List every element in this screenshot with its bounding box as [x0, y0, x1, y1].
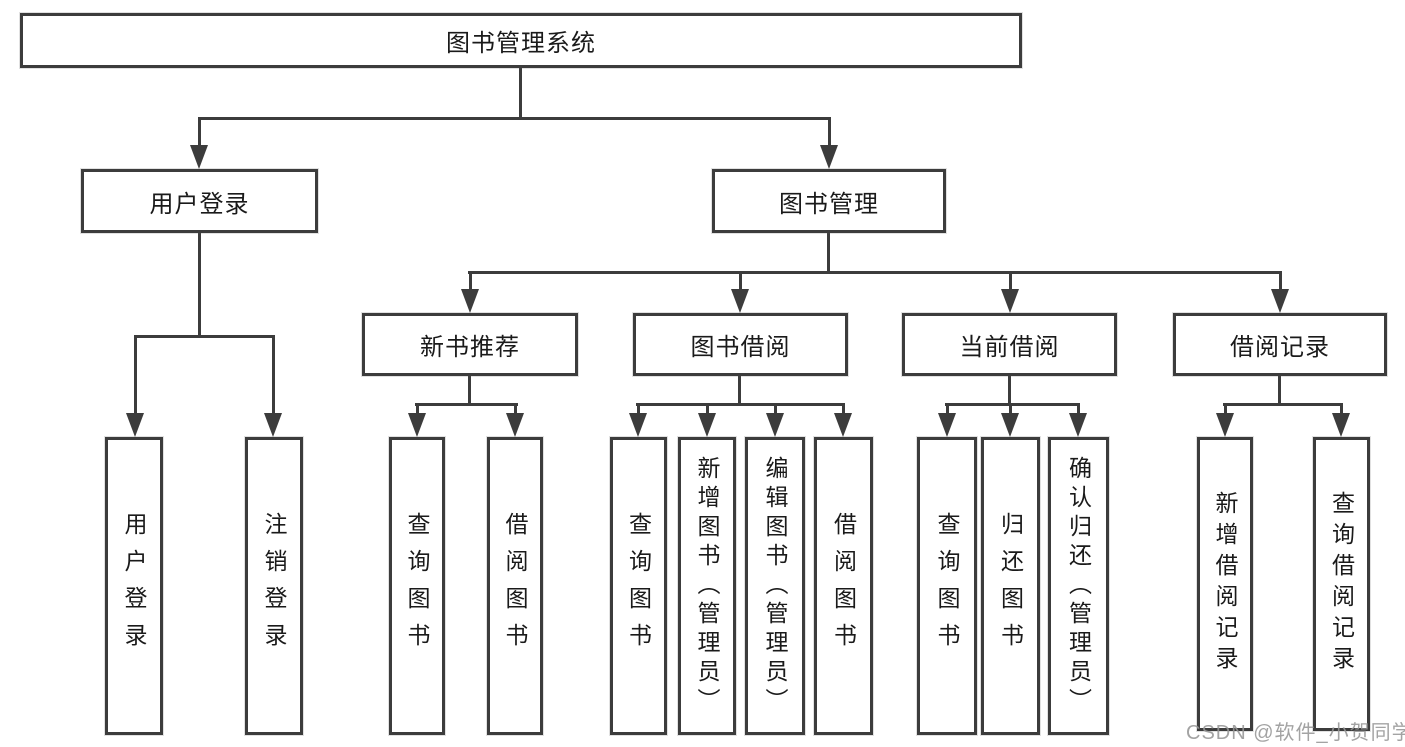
node-book-borrow-label: 图书借阅 — [690, 334, 791, 361]
connector-line — [636, 403, 845, 406]
arrow-down-icon — [698, 413, 716, 437]
connector-line — [774, 403, 777, 421]
leaf-logout-label: 注销登录 — [261, 512, 287, 660]
connector-line — [706, 403, 709, 421]
connector-line — [198, 233, 201, 338]
leaf-return-books-label: 归还图书 — [997, 512, 1024, 660]
node-book-management-label: 图书管理 — [779, 190, 879, 218]
node-current-borrow: 当前借阅 — [902, 313, 1117, 376]
connector-line — [519, 68, 522, 120]
arrow-down-icon — [1069, 413, 1087, 437]
connector-line — [1008, 376, 1011, 406]
arrow-down-icon — [938, 413, 956, 437]
leaf-edit-books-admin: 编辑图书（管理员） — [745, 437, 805, 735]
connector-line — [1223, 403, 1343, 406]
leaf-user-login: 用户登录 — [105, 437, 163, 735]
connector-line — [945, 403, 1080, 406]
arrow-down-icon — [820, 145, 838, 169]
leaf-return-books: 归还图书 — [981, 437, 1040, 735]
connector-line — [468, 271, 1281, 274]
leaf-query-borrow-record: 查询借阅记录 — [1313, 437, 1370, 731]
connector-line — [1009, 271, 1012, 297]
connector-line — [828, 117, 831, 153]
leaf-user-login-label: 用户登录 — [121, 512, 147, 660]
connector-line — [198, 117, 831, 120]
arrow-down-icon — [1001, 413, 1019, 437]
arrow-down-icon — [766, 413, 784, 437]
arrow-down-icon — [1001, 289, 1019, 313]
leaf-edit-books-admin-label: 编辑图书（管理员） — [762, 455, 788, 717]
arrow-down-icon — [1216, 413, 1234, 437]
node-new-book-recommend: 新书推荐 — [362, 313, 578, 376]
leaf-logout: 注销登录 — [245, 437, 303, 735]
leaf-confirm-return-admin-label: 确认归还（管理员） — [1065, 455, 1092, 717]
connector-line — [1278, 376, 1281, 406]
connector-line — [198, 117, 201, 153]
arrow-down-icon — [834, 413, 852, 437]
leaf-add-books-admin-label: 新增图书（管理员） — [694, 455, 720, 717]
connector-line — [1279, 271, 1282, 297]
node-new-book-recommend-label: 新书推荐 — [420, 334, 520, 361]
node-user-login-label: 用户登录 — [149, 190, 250, 218]
connector-line — [1077, 403, 1080, 421]
node-borrow-record: 借阅记录 — [1173, 313, 1387, 376]
leaf-add-borrow-record: 新增借阅记录 — [1197, 437, 1253, 731]
arrow-down-icon — [629, 413, 647, 437]
leaf-query-borrow-record-label: 查询借阅记录 — [1328, 491, 1355, 677]
connector-line — [415, 403, 518, 406]
leaf-recommend-borrow-books: 借阅图书 — [487, 437, 543, 735]
arrow-down-icon — [506, 413, 524, 437]
arrow-down-icon — [190, 145, 208, 169]
node-root-label: 图书管理系统 — [446, 30, 596, 57]
leaf-current-query-books-label: 查询图书 — [934, 512, 960, 660]
connector-line — [842, 403, 845, 421]
node-book-management: 图书管理 — [712, 169, 946, 233]
node-user-login: 用户登录 — [81, 169, 318, 233]
leaf-borrow-books: 借阅图书 — [814, 437, 873, 735]
connector-line — [469, 271, 472, 297]
connector-line — [637, 403, 640, 421]
leaf-borrow-books-label: 借阅图书 — [830, 512, 857, 660]
arrow-down-icon — [731, 289, 749, 313]
leaf-recommend-query-books-label: 查询图书 — [404, 512, 430, 660]
connector-line — [1224, 403, 1227, 421]
leaf-confirm-return-admin: 确认归还（管理员） — [1048, 437, 1109, 735]
connector-line — [946, 403, 949, 421]
node-root-system: 图书管理系统 — [20, 13, 1022, 68]
leaf-recommend-query-books: 查询图书 — [389, 437, 445, 735]
connector-line — [1009, 403, 1012, 421]
connector-line — [1340, 403, 1343, 421]
watermark-text: CSDN @软件_小贺同学 — [1186, 722, 1405, 744]
arrow-down-icon — [126, 413, 144, 437]
connector-line — [738, 376, 741, 406]
arrow-down-icon — [1332, 413, 1350, 437]
connector-line — [739, 271, 742, 297]
arrow-down-icon — [408, 413, 426, 437]
leaf-borrow-query-books-label: 查询图书 — [625, 512, 652, 660]
arrow-down-icon — [264, 413, 282, 437]
connector-line — [514, 403, 517, 421]
connector-line — [416, 403, 419, 421]
leaf-borrow-query-books: 查询图书 — [610, 437, 667, 735]
node-borrow-record-label: 借阅记录 — [1230, 334, 1330, 361]
arrow-down-icon — [461, 289, 479, 313]
node-book-borrow: 图书借阅 — [633, 313, 848, 376]
leaf-recommend-borrow-books-label: 借阅图书 — [502, 512, 528, 660]
node-current-borrow-label: 当前借阅 — [959, 334, 1060, 361]
connector-line — [272, 335, 275, 421]
connector-line — [468, 376, 471, 406]
leaf-current-query-books: 查询图书 — [917, 437, 977, 735]
connector-line — [827, 233, 830, 274]
leaf-add-borrow-record-label: 新增借阅记录 — [1212, 491, 1238, 677]
connector-line — [134, 335, 137, 421]
connector-line — [134, 335, 275, 338]
arrow-down-icon — [1271, 289, 1289, 313]
leaf-add-books-admin: 新增图书（管理员） — [678, 437, 736, 735]
